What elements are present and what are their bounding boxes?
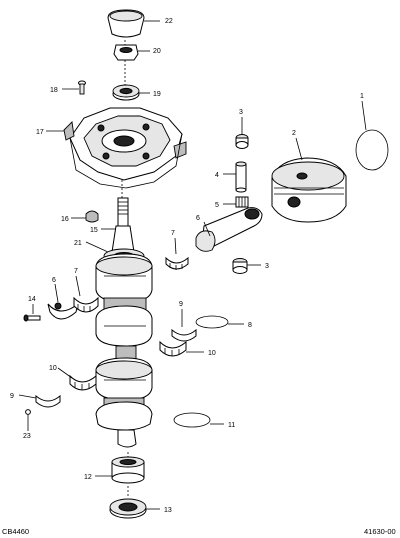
part-retainer-3-lower bbox=[232, 258, 261, 274]
part-piston-ring-1 bbox=[355, 100, 389, 171]
part-ring-11 bbox=[173, 412, 224, 428]
callout-10-left: 10 bbox=[49, 365, 57, 372]
callout-9-right: 9 bbox=[179, 301, 183, 308]
callout-14: 14 bbox=[28, 296, 36, 303]
callout-6-upper: 6 bbox=[196, 215, 200, 222]
callout-19: 19 bbox=[153, 91, 161, 98]
part-bearing-half-9-right bbox=[171, 309, 197, 342]
part-needle-bearing-5 bbox=[223, 196, 249, 208]
part-piston-2 bbox=[271, 137, 347, 223]
callout-10-right: 10 bbox=[208, 350, 216, 357]
part-connecting-rod-6 bbox=[195, 207, 263, 252]
callout-17: 17 bbox=[36, 129, 44, 136]
callout-7-right: 7 bbox=[171, 230, 175, 237]
part-crankshaft-body bbox=[95, 253, 153, 448]
callout-15: 15 bbox=[90, 227, 98, 234]
part-bearing-half-9-left bbox=[18, 394, 61, 408]
part-ball-23 bbox=[25, 409, 31, 431]
figure-code-right: 41630-00 bbox=[364, 527, 396, 536]
part-rod-cap-6 bbox=[47, 283, 79, 320]
part-key-16 bbox=[71, 210, 99, 223]
callout-20: 20 bbox=[153, 48, 161, 55]
callout-22: 22 bbox=[165, 18, 173, 25]
part-screw-18 bbox=[62, 80, 86, 95]
callout-16: 16 bbox=[61, 216, 69, 223]
part-retainer-3-upper bbox=[235, 117, 249, 149]
part-seal-19 bbox=[112, 84, 150, 101]
figure-code-left: CB4460 bbox=[2, 527, 29, 536]
part-bearing-cage-7-left bbox=[73, 275, 99, 313]
part-cap-22 bbox=[107, 9, 160, 38]
callout-21: 21 bbox=[74, 240, 82, 247]
callout-6-left: 6 bbox=[52, 277, 56, 284]
callout-8: 8 bbox=[248, 322, 252, 329]
part-bearing-12 bbox=[95, 456, 145, 484]
part-seal-13 bbox=[109, 498, 160, 519]
callout-1: 1 bbox=[360, 93, 364, 100]
callout-labels: 22 20 19 18 17 1 2 3 4 5 6 3 7 16 15 21 … bbox=[10, 18, 364, 514]
callout-3-lower: 3 bbox=[265, 263, 269, 270]
callout-7-left: 7 bbox=[74, 268, 78, 275]
callout-4: 4 bbox=[215, 172, 219, 179]
part-bolt-14 bbox=[23, 304, 41, 322]
callout-12: 12 bbox=[84, 474, 92, 481]
callout-18: 18 bbox=[50, 87, 58, 94]
part-piston-pin-4 bbox=[223, 161, 247, 193]
part-nut-20 bbox=[113, 44, 150, 61]
callout-11: 11 bbox=[228, 422, 235, 429]
part-bearing-housing-17 bbox=[46, 107, 187, 189]
callout-13: 13 bbox=[164, 507, 172, 514]
callout-3-upper: 3 bbox=[239, 109, 243, 116]
callout-5: 5 bbox=[215, 202, 219, 209]
part-bearing-cage-10-left bbox=[57, 367, 97, 391]
part-bearing-cage-10-right bbox=[159, 340, 204, 357]
callout-2: 2 bbox=[292, 130, 296, 137]
part-ring-8 bbox=[195, 315, 244, 329]
part-crankshaft-taper-15 bbox=[101, 197, 135, 253]
callout-9-left: 9 bbox=[10, 393, 14, 400]
part-bearing-cage-7-right bbox=[165, 237, 189, 270]
callout-23: 23 bbox=[23, 433, 31, 440]
